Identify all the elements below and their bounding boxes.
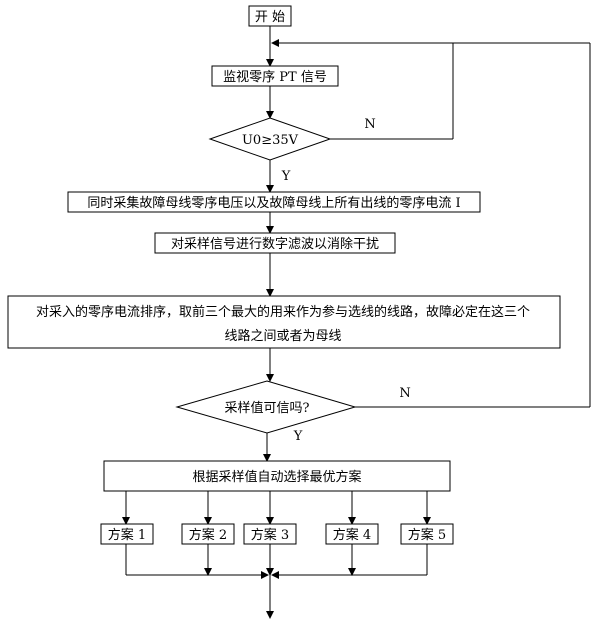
- collect-label: 同时采集故障母线零序电压以及故障母线上所有出线的零序电流 I: [87, 195, 460, 211]
- decision1-yes-label: Y: [281, 169, 291, 184]
- select-label: 根据采样值自动选择最优方案: [192, 469, 361, 485]
- sort-label-line1: 对采入的零序电流排序，取前三个最大的用来作为参与选线的线路，故障必定在这三个: [36, 304, 530, 320]
- monitor-label: 监视零序 PT 信号: [223, 70, 327, 85]
- plan2-label: 方案 2: [189, 527, 227, 543]
- select-box: [103, 460, 451, 492]
- decision2-no-label: N: [399, 386, 410, 401]
- plan3-label: 方案 3: [251, 527, 289, 543]
- plan1-label: 方案 1: [108, 527, 146, 543]
- decision1-no-label: N: [364, 117, 375, 132]
- sort-label-line2: 线路之间或者为母线: [224, 328, 341, 344]
- decision1-label: U0≥35V: [242, 133, 299, 148]
- plan5-label: 方案 5: [408, 527, 446, 543]
- decision2-label: 采样值可信吗?: [225, 400, 310, 416]
- filter-label: 对采样信号进行数字滤波以消除干扰: [171, 237, 379, 252]
- sort-box: [7, 295, 561, 349]
- plan1-box: [100, 523, 154, 545]
- plan4-label: 方案 4: [333, 527, 371, 543]
- start-label: 开 始: [255, 10, 285, 25]
- decision2-yes-label: Y: [293, 429, 303, 444]
- filter-box: [154, 232, 396, 254]
- monitor-box: [211, 65, 339, 87]
- collect-box: [67, 191, 481, 213]
